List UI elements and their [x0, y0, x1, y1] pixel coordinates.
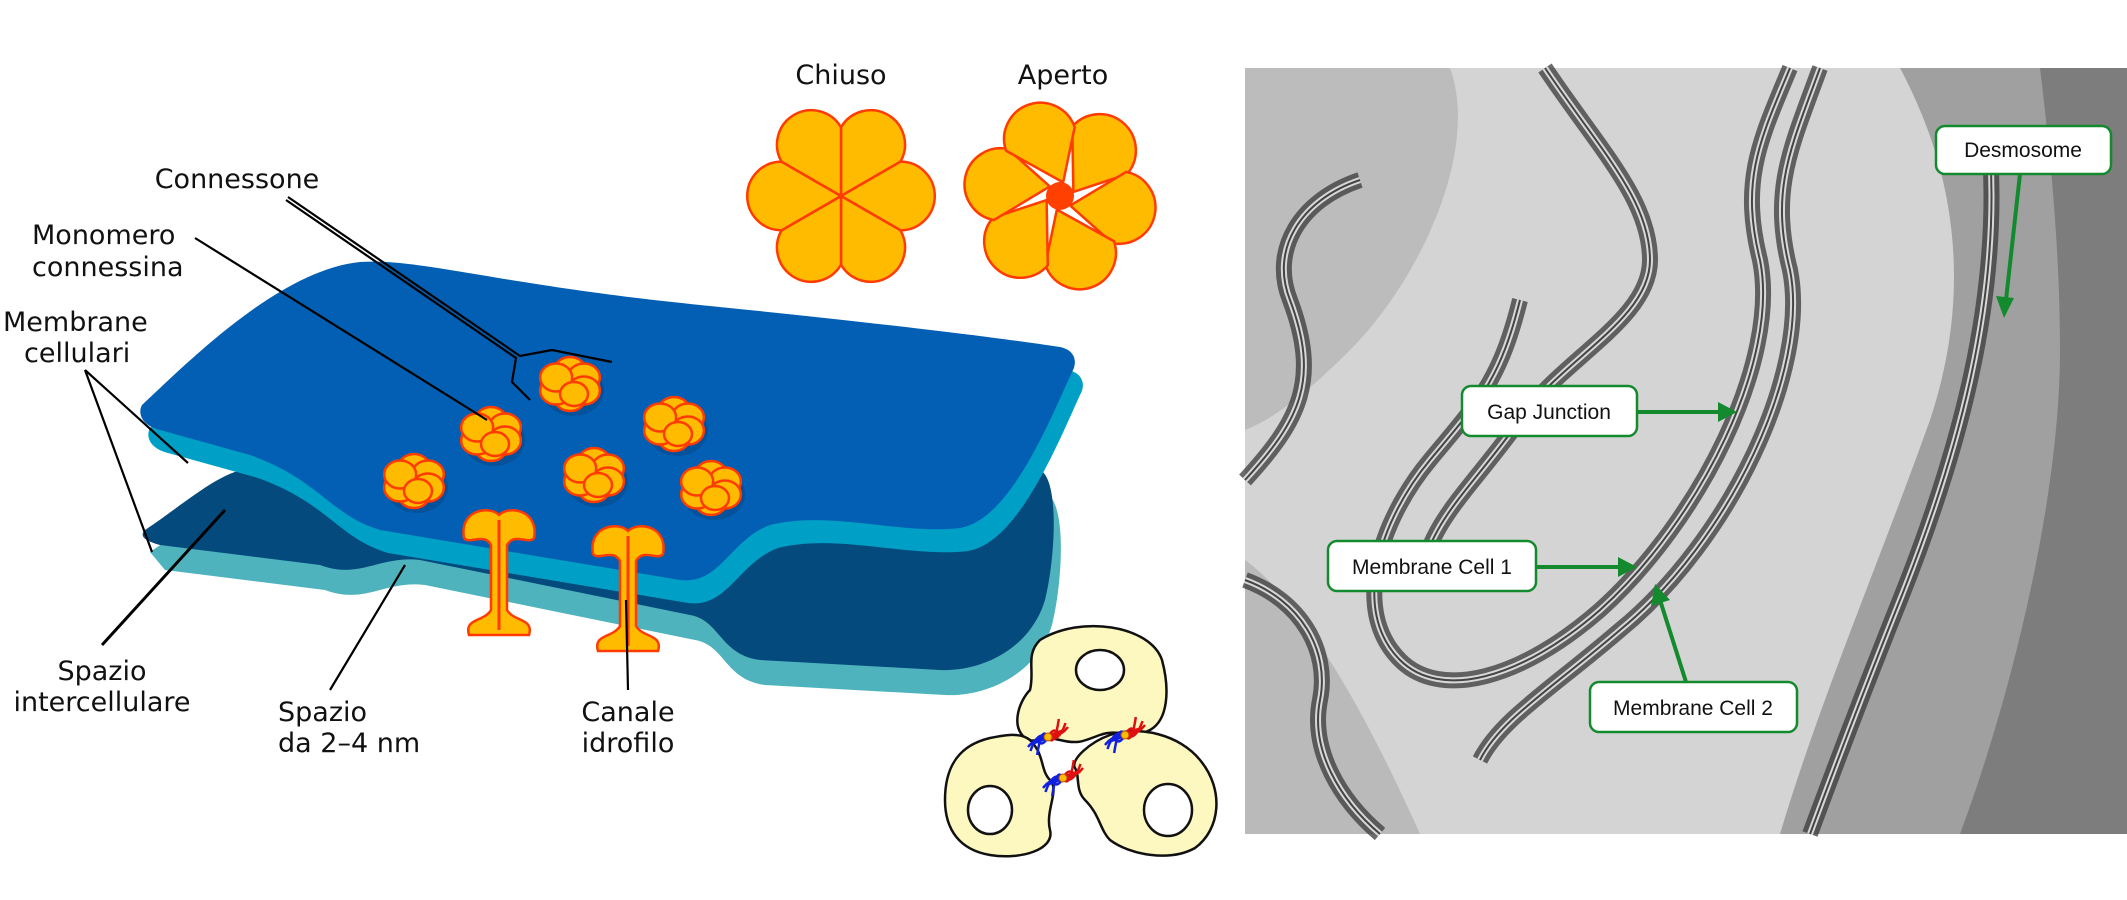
label-spazio-intercellulare-1: Spazio	[57, 656, 146, 687]
gap-junction-icon	[1027, 718, 1069, 756]
connexin-subunit	[746, 160, 844, 232]
connexon-icon	[538, 355, 604, 416]
label-spazio-nm-2: da 2–4 nm	[278, 728, 420, 759]
cell-membrane	[1239, 172, 1363, 486]
closed-connexon-icon	[746, 108, 936, 284]
open-connexon-icon	[963, 101, 1157, 291]
connexon-icon	[459, 405, 525, 466]
connexon-icon	[382, 452, 448, 513]
connexin-subunit	[775, 193, 843, 284]
connexin-subunit	[1002, 101, 1076, 185]
connexin-subunit	[838, 160, 936, 232]
label-membrane-cell-2: Membrane Cell 2	[1588, 584, 1799, 734]
cell-right	[1073, 729, 1218, 857]
spazio-nm-leader	[329, 564, 406, 691]
connexin-subunit	[963, 147, 1052, 222]
gap-junction-text: Gap Junction	[1487, 401, 1611, 424]
connexin-subunit	[982, 198, 1050, 280]
label-connessone: Connessone	[155, 164, 320, 195]
membrane-cell-2-text: Membrane Cell 2	[1613, 697, 1773, 720]
nucleus	[966, 784, 1014, 836]
label-idrofilo: idrofilo	[582, 728, 675, 759]
gap-junction-icon	[1042, 759, 1084, 797]
desmosome-text: Desmosome	[1964, 139, 2082, 162]
connexin-subunit	[839, 193, 907, 284]
connexon-icon	[642, 395, 708, 456]
label-monomero: Monomero	[32, 220, 175, 251]
cell-membrane	[1242, 572, 1386, 841]
label-canale: Canale	[581, 697, 674, 728]
membrane-cell-1-text: Membrane Cell 1	[1352, 556, 1512, 579]
label-cellulari: cellulari	[24, 338, 130, 369]
monomero-leader	[194, 237, 488, 421]
top-membrane	[140, 261, 1075, 581]
label-gap-junction: Gap Junction	[1460, 384, 1737, 438]
connexon-states: Chiuso Aperto	[746, 60, 1157, 291]
membrane-leader	[83, 369, 189, 553]
spazio-intercellulare-leader	[100, 508, 227, 647]
gap-junction-icon	[1104, 716, 1146, 754]
cell-membrane	[1412, 63, 1659, 582]
connexon-icon	[562, 446, 628, 507]
label-chiuso: Chiuso	[795, 60, 886, 91]
connessone-leader	[285, 196, 613, 401]
canale-leader	[624, 599, 630, 691]
label-membrane-cell-1: Membrane Cell 1	[1326, 539, 1637, 593]
nucleus	[1142, 782, 1194, 838]
membrane-schematic: Connessone Monomero connessina Membrane …	[3, 164, 1083, 759]
cell-membrane	[1802, 149, 2000, 837]
dark-region	[1960, 68, 2127, 834]
hydrophilic-channel-icon	[462, 509, 536, 637]
connexin-subunit	[839, 108, 907, 199]
cytoplasm-region	[1245, 560, 1420, 834]
three-cells-diagram	[943, 624, 1218, 858]
cell-membrane	[1366, 64, 1798, 689]
label-membrane: Membrane	[3, 307, 148, 338]
connexin-subunit	[1070, 112, 1138, 194]
cell-membrane	[1472, 65, 1828, 764]
label-desmosome: Desmosome	[1934, 124, 2113, 318]
label-connessina: connessina	[32, 252, 184, 283]
nucleus	[1074, 648, 1126, 692]
hydrophilic-channel-icon	[591, 525, 665, 653]
connexin-subunit	[1044, 207, 1118, 291]
label-aperto: Aperto	[1018, 60, 1108, 91]
connexon-icon	[679, 459, 745, 520]
electron-micrograph: Desmosome Gap Junction Membrane Cell 1 M…	[1239, 63, 2127, 841]
connexin-subunit	[775, 108, 843, 199]
label-spazio-intercellulare-2: intercellulare	[13, 687, 190, 718]
connexin-subunit	[1068, 170, 1157, 245]
label-spazio-nm-1: Spazio	[278, 697, 367, 728]
